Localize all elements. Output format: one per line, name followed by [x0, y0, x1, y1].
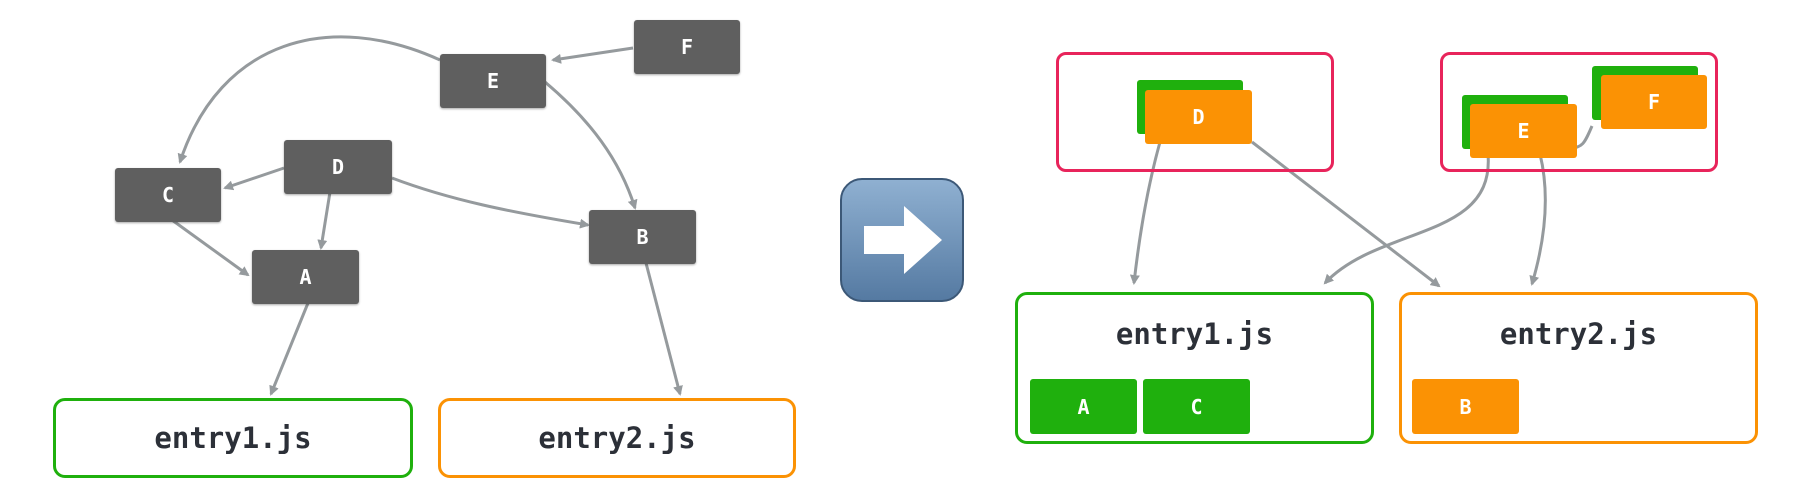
module-node-f: F	[634, 20, 740, 74]
edge-e-to-b	[544, 80, 638, 210]
entry-box-entry1: entry1.js A C	[1015, 292, 1374, 444]
edge-e-chunk-to-entry1	[1323, 153, 1490, 285]
entry-title: entry1.js	[1115, 317, 1274, 351]
module-chip-a: A	[1030, 379, 1137, 434]
entry-title: entry1.js	[154, 421, 312, 455]
edge-f-to-e	[551, 46, 634, 64]
edge-d-to-a	[317, 191, 332, 250]
edge-e-chunk-to-entry2	[1529, 153, 1547, 286]
edge-d-chunk-to-entry1	[1129, 141, 1162, 285]
edge-e-to-c	[177, 35, 441, 164]
chunk-node-f: F	[1601, 75, 1707, 129]
edge-d-to-b	[391, 176, 590, 229]
entry-box-entry2: entry2.js B	[1399, 292, 1758, 444]
right-arrow-icon	[840, 178, 964, 302]
module-node-b: B	[589, 210, 696, 264]
edge-b-to-entry2	[644, 262, 683, 396]
entry-box-entry2: entry2.js	[438, 398, 796, 478]
module-chip-b: B	[1412, 379, 1519, 434]
edge-d-to-c	[223, 166, 285, 191]
shared-chunk-group-e-f	[1440, 52, 1718, 172]
edge-d-chunk-to-entry2	[1251, 140, 1441, 288]
entry-title: entry2.js	[1499, 317, 1658, 351]
module-chip-c: C	[1143, 379, 1250, 434]
entry-title: entry2.js	[538, 421, 696, 455]
chunk-node-d: D	[1145, 90, 1252, 144]
shared-chunk-group-d	[1056, 52, 1334, 172]
edge-c-to-a	[171, 218, 250, 277]
chunk-node-e: E	[1470, 104, 1577, 158]
entry-box-entry1: entry1.js	[53, 398, 413, 478]
module-node-c: C	[115, 168, 221, 222]
module-node-a: A	[252, 250, 359, 304]
module-node-e: E	[440, 54, 546, 108]
edge-a-to-entry1	[269, 302, 310, 396]
module-node-d: D	[284, 140, 392, 194]
